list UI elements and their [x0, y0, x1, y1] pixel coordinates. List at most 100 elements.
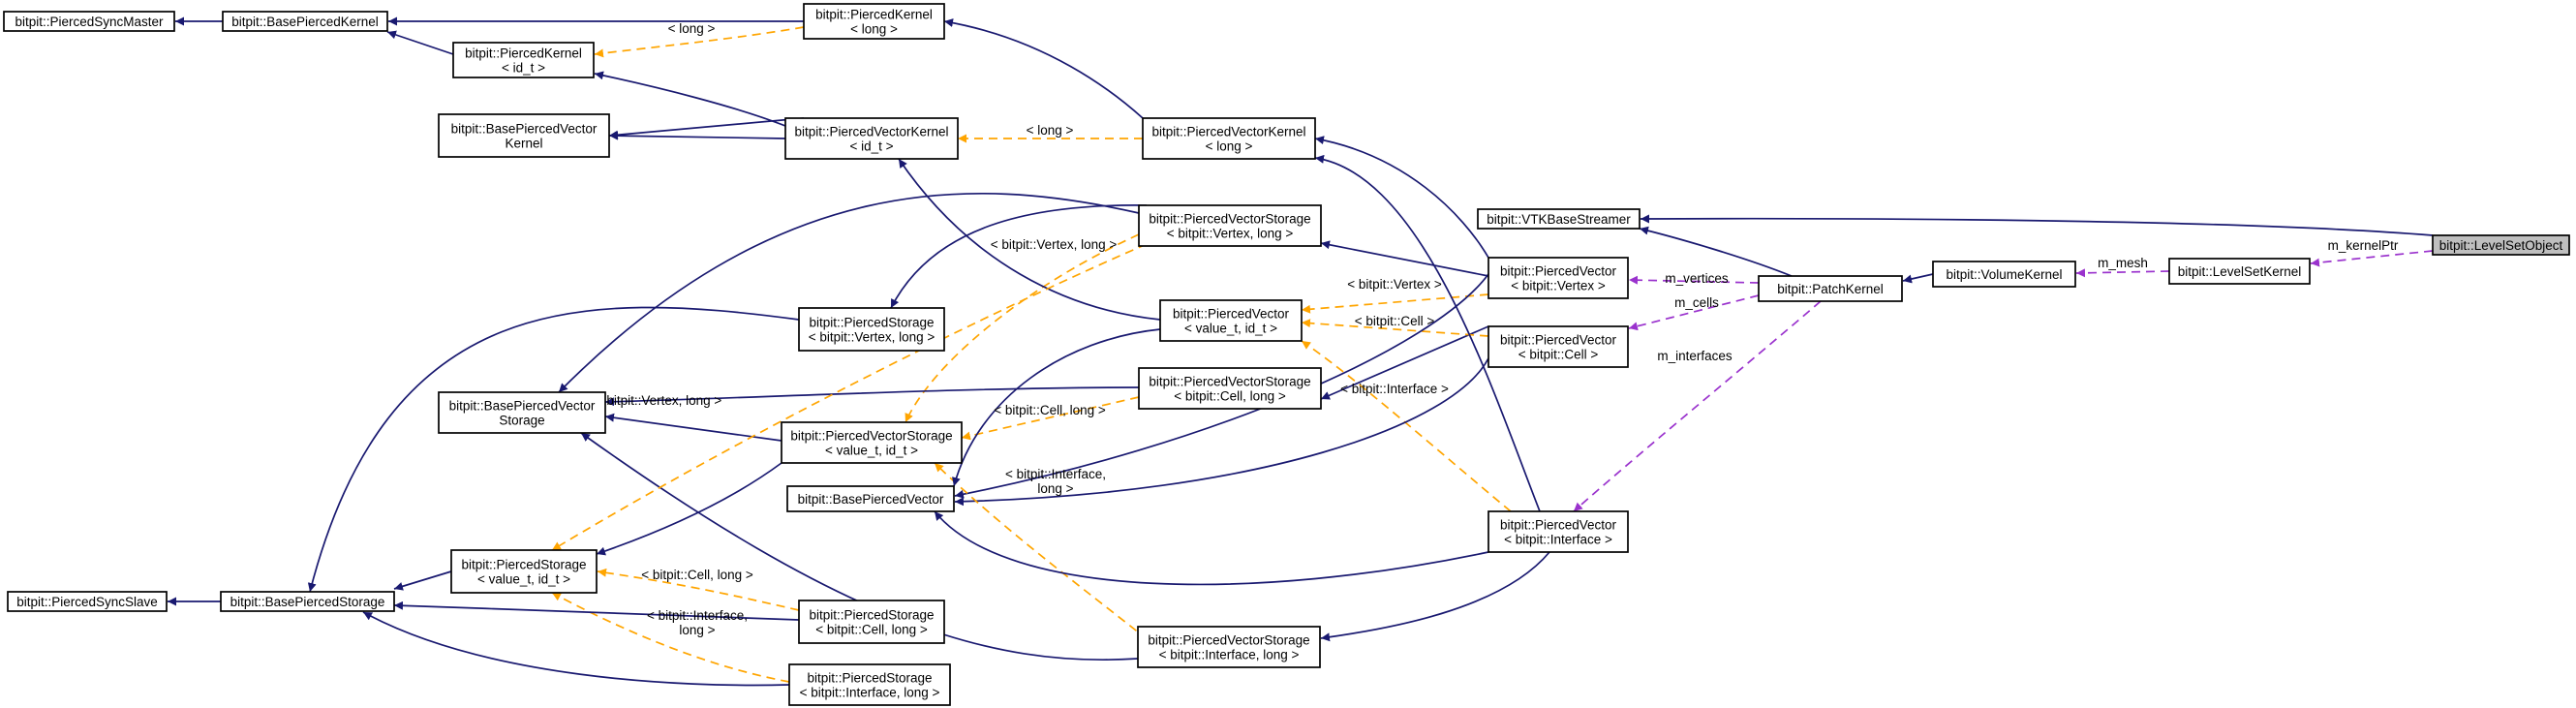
class-node-storage-cell[interactable]: bitpit::PiercedStorage< bitpit::Cell, lo…	[798, 600, 945, 644]
class-name-line: bitpit::PiercedVectorStorage	[1148, 633, 1309, 648]
usage-edge	[2075, 268, 2170, 278]
class-node-vec-storage-cell[interactable]: bitpit::PiercedVectorStorage< bitpit::Ce…	[1138, 367, 1322, 410]
inherit-edge	[386, 30, 454, 55]
class-name-line: bitpit::PiercedVectorStorage	[1149, 375, 1310, 389]
class-name-line: < bitpit::Vertex, long >	[809, 330, 935, 345]
class-node-vec-cell[interactable]: bitpit::PiercedVector< bitpit::Cell >	[1487, 325, 1629, 368]
inherit-edge	[393, 600, 800, 621]
edge-label: < bitpit::Cell, long >	[641, 568, 753, 582]
class-name-line: bitpit::BasePiercedVector	[449, 399, 596, 414]
class-node-sync-master[interactable]: bitpit::PiercedSyncMaster	[3, 11, 175, 32]
inherit-edge	[954, 357, 1489, 507]
class-name-line: bitpit::BasePiercedVector	[451, 122, 598, 137]
class-box	[803, 3, 945, 40]
class-node-vec-kernel-long[interactable]: bitpit::PiercedVectorKernel< long >	[1142, 117, 1316, 160]
template-edge	[551, 243, 1148, 551]
class-name-line: bitpit::VolumeKernel	[1946, 267, 2062, 282]
inherit-edge	[890, 204, 1148, 309]
class-name-line: bitpit::PiercedStorage	[809, 316, 934, 330]
edge-label: < long >	[668, 21, 716, 36]
inherit-edge	[1639, 226, 1793, 277]
class-node-vtk-streamer[interactable]: bitpit::VTKBaseStreamer	[1477, 208, 1641, 230]
class-name-line: < bitpit::Interface >	[1504, 533, 1612, 547]
class-name-line: Storage	[499, 414, 544, 428]
inherit-edge	[608, 131, 786, 140]
inherit-edge	[1320, 325, 1489, 400]
class-node-vec-storage-vertex[interactable]: bitpit::PiercedVectorStorage< bitpit::Ve…	[1138, 204, 1322, 247]
class-name-line: bitpit::PiercedVector	[1500, 333, 1617, 348]
class-name-line: < bitpit::Vertex >	[1511, 279, 1606, 293]
class-box	[798, 307, 945, 352]
edge-layer	[168, 16, 2434, 687]
class-box	[1932, 261, 2076, 288]
class-name-line: bitpit::LevelSetKernel	[2178, 264, 2302, 279]
inherit-edge	[1640, 214, 2434, 236]
class-box	[220, 591, 395, 612]
class-node-level-set-object[interactable]: bitpit::LevelSetObject	[2432, 234, 2570, 256]
class-node-patch-kernel[interactable]: bitpit::PatchKernel	[1758, 275, 1903, 302]
edge-label-layer: < long >< long >m_kernelPtrm_meshm_verti…	[596, 21, 2399, 637]
template-edge	[961, 396, 1140, 441]
class-node-level-set-kernel[interactable]: bitpit::LevelSetKernel	[2168, 258, 2311, 285]
class-box	[1137, 626, 1321, 668]
inherit-edge	[1314, 136, 1489, 259]
class-name-line: < value_t, id_t >	[825, 444, 918, 458]
inherit-edge	[596, 462, 782, 556]
inherit-edge	[393, 570, 452, 591]
class-name-line: bitpit::BasePiercedStorage	[230, 595, 385, 609]
edge-label: < bitpit::Cell >	[1355, 314, 1435, 328]
class-node-sync-slave[interactable]: bitpit::PiercedSyncSlave	[7, 591, 168, 612]
class-node-storage-interface[interactable]: bitpit::PiercedStorage< bitpit::Interfac…	[788, 663, 951, 706]
class-box	[438, 113, 610, 158]
class-node-vec-vertex[interactable]: bitpit::PiercedVector< bitpit::Vertex >	[1487, 257, 1629, 299]
edge-label: < bitpit::Vertex, long >	[991, 237, 1118, 252]
class-node-storage-value[interactable]: bitpit::PiercedStorage< value_t, id_t >	[450, 549, 598, 594]
class-node-vec-interface[interactable]: bitpit::PiercedVector< bitpit::Interface…	[1487, 510, 1629, 553]
class-name-line: < id_t >	[502, 61, 545, 76]
class-node-storage-vertex[interactable]: bitpit::PiercedStorage< bitpit::Vertex, …	[798, 307, 945, 352]
template-edge	[597, 568, 800, 611]
class-name-line: bitpit::PiercedKernel	[815, 8, 933, 22]
class-name-line: < bitpit::Interface, long >	[1159, 648, 1300, 662]
inherit-edge	[608, 117, 805, 139]
class-node-vec-value[interactable]: bitpit::PiercedVector< value_t, id_t >	[1159, 299, 1303, 342]
usage-edge	[1628, 275, 1760, 285]
class-node-base-kernel[interactable]: bitpit::BasePiercedKernel	[222, 11, 388, 32]
class-name-line: bitpit::PiercedVectorStorage	[790, 429, 952, 444]
class-name-line: bitpit::PiercedVectorKernel	[1151, 125, 1305, 139]
class-name-line: bitpit::PiercedStorage	[807, 671, 932, 686]
class-box	[2168, 258, 2311, 285]
class-box	[1477, 208, 1641, 230]
class-box	[1758, 275, 1903, 302]
inherit-edge	[1320, 240, 1489, 277]
inherit-edge	[307, 306, 800, 593]
class-node-kernel-long[interactable]: bitpit::PiercedKernel< long >	[803, 3, 945, 40]
inherit-edge	[594, 71, 786, 127]
class-name-line: bitpit::PiercedKernel	[465, 46, 582, 61]
class-node-kernel-id[interactable]: bitpit::PiercedKernel< id_t >	[452, 42, 595, 78]
class-name-line: bitpit::LevelSetObject	[2439, 238, 2563, 253]
class-box	[1159, 299, 1303, 342]
edge-label: m_kernelPtr	[2328, 238, 2399, 253]
class-box	[1138, 204, 1322, 247]
class-box	[786, 485, 955, 512]
class-name-line: < bitpit::Cell >	[1518, 348, 1599, 362]
inherit-edge	[1314, 154, 1541, 512]
class-box	[450, 549, 598, 594]
usage-edge	[1628, 294, 1760, 331]
class-name-line: < long >	[850, 22, 898, 37]
class-node-vec-storage-interface[interactable]: bitpit::PiercedVectorStorage< bitpit::In…	[1137, 626, 1321, 668]
class-node-volume-kernel[interactable]: bitpit::VolumeKernel	[1932, 261, 2076, 288]
class-node-base-storage[interactable]: bitpit::BasePiercedStorage	[220, 591, 395, 612]
class-node-vec-kernel-id[interactable]: bitpit::PiercedVectorKernel< id_t >	[784, 117, 959, 160]
class-node-vec-storage-value[interactable]: bitpit::PiercedVectorStorage< value_t, i…	[781, 421, 963, 464]
class-node-base-vector[interactable]: bitpit::BasePiercedVector	[786, 485, 955, 512]
class-name-line: bitpit::PiercedSyncSlave	[16, 595, 158, 609]
inherit-edge	[934, 510, 1489, 586]
class-name-line: bitpit::PiercedSyncMaster	[15, 15, 164, 29]
class-name-line: < id_t >	[849, 139, 893, 154]
